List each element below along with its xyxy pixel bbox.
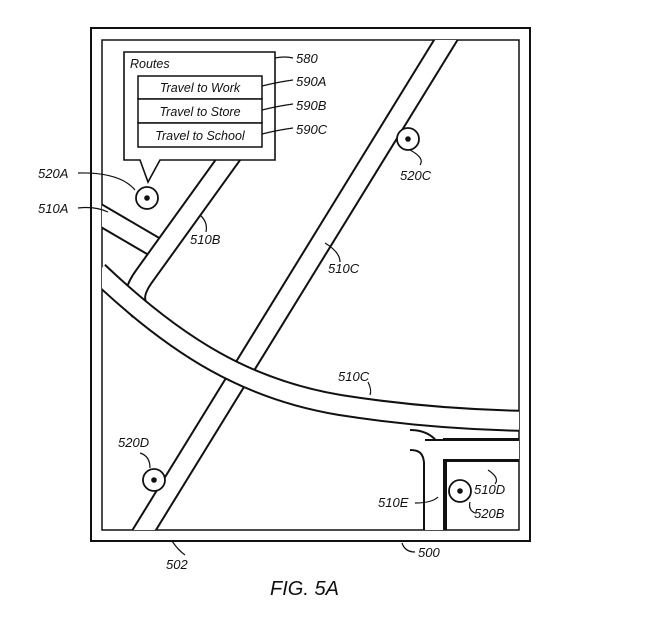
item-ref-590A: 590A xyxy=(296,74,326,89)
road-510B-label: 510B xyxy=(190,232,221,247)
poi-520B-marker[interactable] xyxy=(448,479,472,503)
item-ref-590C: 590C xyxy=(296,122,328,137)
poi-520B-label: 520B xyxy=(474,506,505,521)
figure-caption: FIG. 5A xyxy=(270,578,339,600)
route-item-school[interactable]: Travel to School xyxy=(137,122,263,148)
poi-520A-marker[interactable] xyxy=(135,186,159,210)
device-ref-label: 500 xyxy=(418,545,440,560)
poi-520D-label: 520D xyxy=(118,435,149,450)
item-ref-590B: 590B xyxy=(296,98,327,113)
poi-520C-marker[interactable] xyxy=(396,127,420,151)
route-item-store[interactable]: Travel to Store xyxy=(137,98,263,124)
road-510A xyxy=(102,203,166,260)
road-510C-diagonal xyxy=(131,40,459,530)
road-510E-label: 510E xyxy=(378,495,409,510)
route-item-work[interactable]: Travel to Work xyxy=(137,75,263,100)
road-510C-lower-label: 510C xyxy=(338,369,370,384)
svg-text:Travel to School: Travel to School xyxy=(155,129,246,143)
menu-ref-label: 580 xyxy=(296,51,318,66)
road-510A-label: 510A xyxy=(38,201,68,216)
screen-ref-label: 502 xyxy=(166,557,188,572)
road-510C-upper-label: 510C xyxy=(328,261,360,276)
road-510D-label: 510D xyxy=(474,482,505,497)
poi-520D-marker[interactable] xyxy=(142,468,166,492)
poi-520A-label: 520A xyxy=(38,166,68,181)
routes-menu-title: Routes xyxy=(130,57,170,71)
routes-menu: Routes Travel to Work Travel to Store Tr… xyxy=(123,51,276,184)
svg-text:Travel to Store: Travel to Store xyxy=(159,105,240,119)
svg-text:Travel to Work: Travel to Work xyxy=(160,81,241,95)
poi-520C-label: 520C xyxy=(400,168,432,183)
road-510C-curve xyxy=(102,264,519,432)
